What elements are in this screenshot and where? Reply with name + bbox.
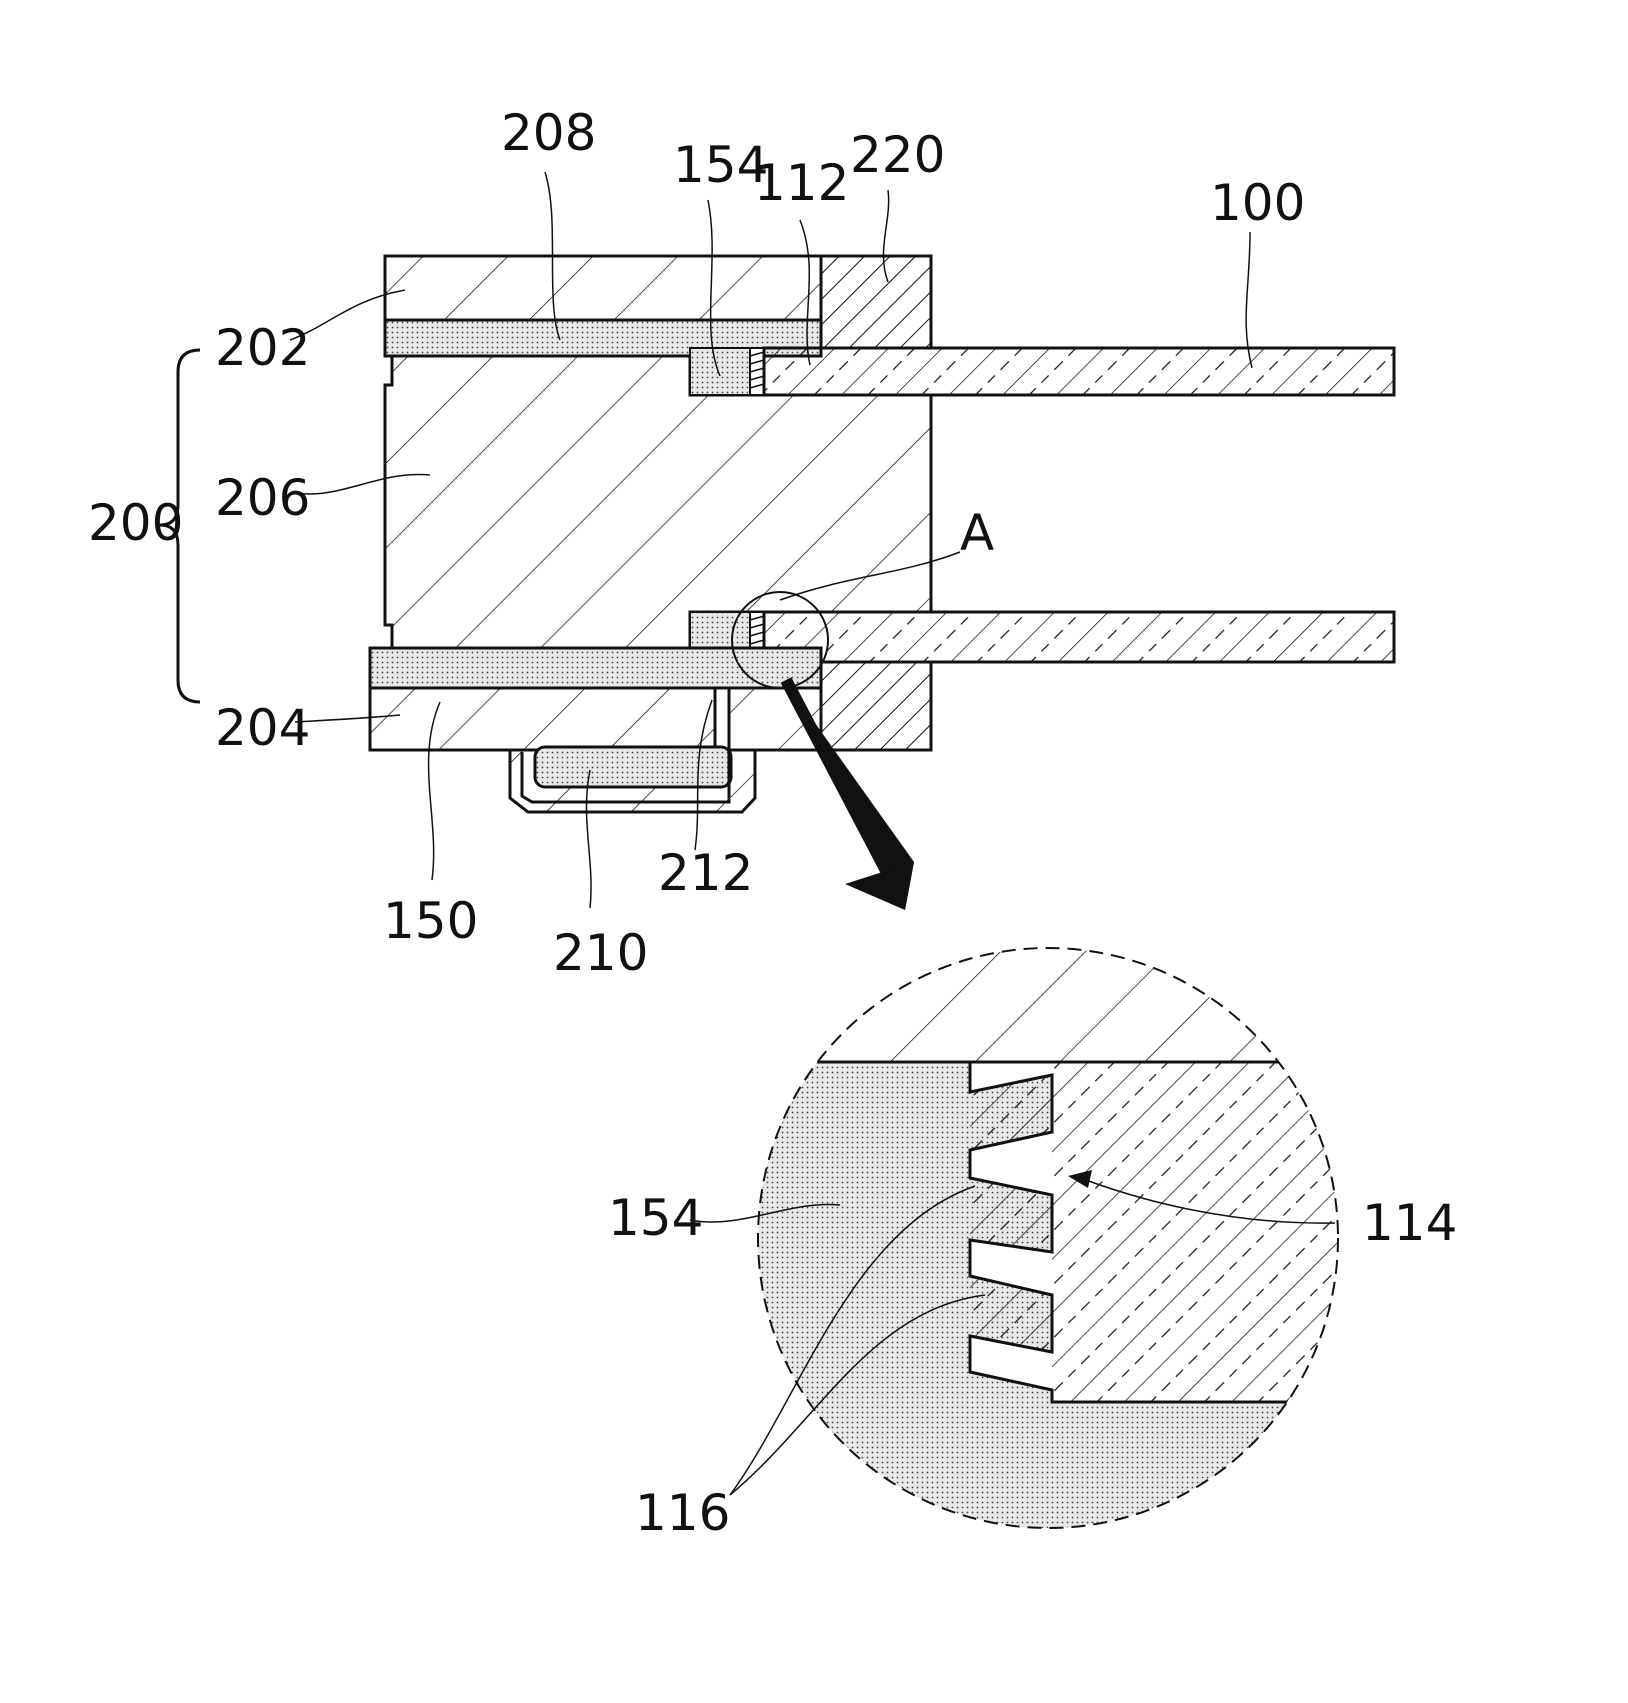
label-116: 116 [635,1484,730,1542]
label-202: 202 [215,319,310,377]
label-A: A [960,504,994,562]
clamp-block-upper [821,256,931,348]
label-154-detail: 154 [608,1189,703,1247]
label-204: 204 [215,699,310,757]
label-206: 206 [215,469,310,527]
label-220: 220 [850,126,945,184]
label-212: 212 [658,844,753,902]
lower-plate-left [370,688,715,750]
core-body [385,356,931,648]
label-200: 200 [88,494,183,552]
pocket-insert [535,747,731,787]
tube-wall-lower [764,612,1394,662]
clamp-block-lower [821,662,931,750]
sealant-upper [690,348,750,395]
label-208: 208 [501,104,596,162]
label-100: 100 [1210,174,1305,232]
label-210: 210 [553,924,648,982]
main-section [370,256,1394,812]
label-150: 150 [383,892,478,950]
label-114: 114 [1362,1194,1457,1252]
detail-view [740,940,1360,1542]
upper-plate [385,256,821,320]
tube-wall-upper [764,348,1394,395]
lower-layer [370,648,821,688]
label-112: 112 [754,154,849,212]
